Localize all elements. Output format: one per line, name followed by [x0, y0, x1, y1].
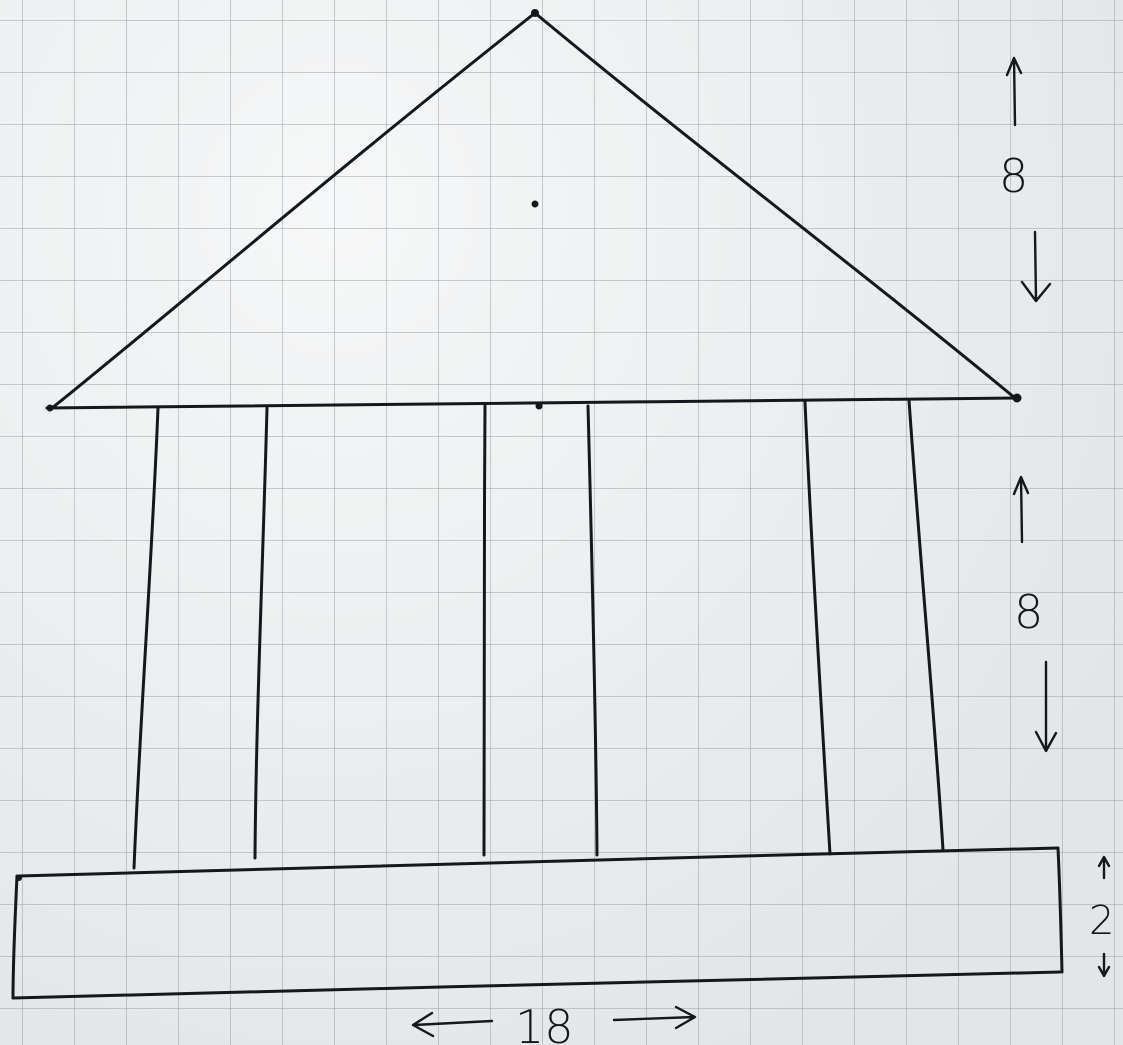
column-1-right [253, 406, 269, 860]
base-down-arrow-icon [1097, 952, 1111, 978]
base-bottom-edge [11, 970, 1062, 1000]
roof-height-label: 8 [999, 149, 1028, 203]
base-height-label: 2 [1089, 898, 1114, 944]
width-right-arrow-icon [612, 1005, 697, 1030]
right-corner-point [1012, 393, 1022, 403]
base-top-edge [17, 846, 1060, 878]
base-width-label: 18 [515, 1000, 574, 1045]
apex-point [531, 9, 539, 17]
base-height-dimension: 2 [1089, 855, 1114, 978]
column-height-dimension: 8 [1012, 475, 1058, 753]
left-corner-point [46, 404, 54, 412]
base-left-edge [11, 874, 19, 1000]
column-1-left [132, 406, 160, 870]
roof-height-dimension: 8 [999, 56, 1052, 303]
base-width-dimension: 18 [411, 1000, 697, 1045]
roof-right-edge [533, 11, 1017, 400]
roof-up-arrow-icon [1005, 56, 1023, 127]
column-2-right [586, 404, 599, 857]
center-point [531, 200, 539, 208]
base-up-arrow-icon [1097, 855, 1111, 880]
column-2-left [482, 404, 487, 857]
width-left-arrow-icon [411, 1011, 494, 1038]
base-right-edge [1056, 846, 1064, 974]
midline-point [535, 402, 543, 410]
column-height-label: 8 [1014, 585, 1043, 639]
roof-base-line [45, 396, 1020, 410]
column-3-left [803, 400, 832, 856]
roof-left-edge [50, 11, 537, 410]
column-3-right [907, 398, 945, 852]
column-up-arrow-icon [1012, 475, 1030, 544]
roof-down-arrow-icon [1020, 230, 1052, 303]
column-down-arrow-icon [1034, 660, 1058, 753]
